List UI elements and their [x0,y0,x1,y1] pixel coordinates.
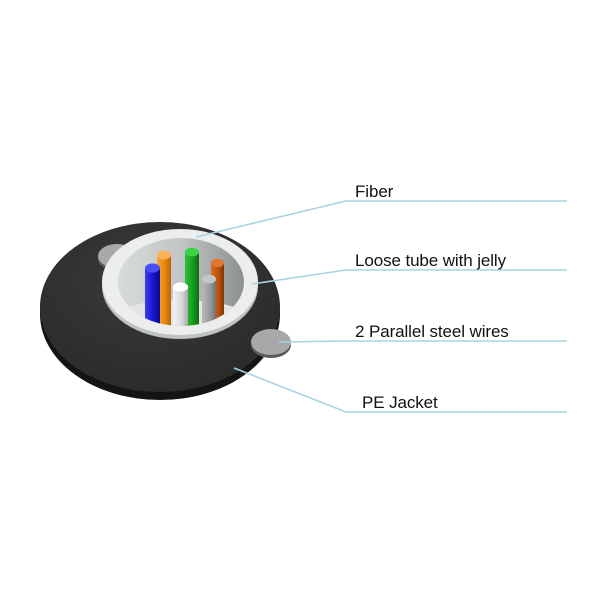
label-fiber: Fiber [355,182,394,201]
fiber-green [185,247,199,326]
fiber-gray [202,274,216,326]
leader-line-steel-wires [278,340,567,343]
leader-line-loose-tube [251,269,567,285]
label-pe-jacket: PE Jacket [362,393,438,412]
label-loose-tube: Loose tube with jelly [355,251,506,270]
leader-line-fiber [195,200,567,238]
fiber-blue [145,263,160,326]
leader-lines [195,200,567,413]
fiber-orange [157,250,171,326]
fiber-white [173,282,188,326]
fibers [145,247,224,326]
label-steel-wires: 2 Parallel steel wires [355,322,509,341]
leader-line-pe-jacket [233,367,567,413]
steel-wire-bottom-right [251,329,291,358]
